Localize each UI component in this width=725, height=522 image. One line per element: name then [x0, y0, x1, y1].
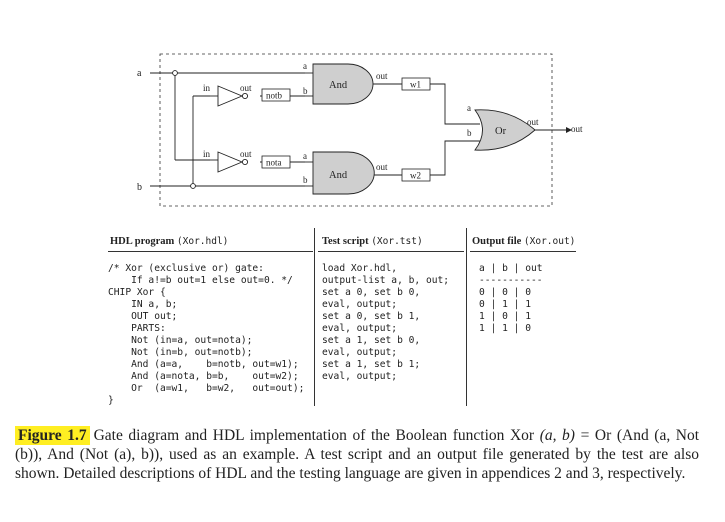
hdl-code-line: OUT out;	[108, 311, 178, 322]
test-script-line: eval, output;	[322, 347, 398, 358]
or-out-label: out	[527, 117, 539, 127]
and-top-label: And	[329, 80, 348, 91]
hdl-code-line: CHIP Xor {	[108, 287, 166, 298]
output-file-line: 0 | 0 | 0	[479, 287, 531, 298]
wire-w2-label: w2	[410, 171, 421, 181]
and-gate-top	[312, 63, 374, 105]
test-script-line: set a 0, set b 1,	[322, 311, 421, 322]
output-file-line: 1 | 0 | 1	[479, 311, 531, 322]
and-bottom-label: And	[329, 170, 348, 181]
hdl-code-line: And (a=nota, b=b, out=w2);	[108, 371, 299, 382]
and-top-out-label: out	[376, 71, 388, 81]
and-bottom-a-label: a	[303, 151, 307, 161]
hdl-code-line: Not (in=a, out=nota);	[108, 335, 253, 346]
output-column-rule	[470, 251, 576, 252]
or-label: Or	[495, 126, 507, 137]
wire-w1-label: w1	[410, 80, 421, 90]
hdl-column-rule	[108, 251, 313, 252]
not-top-in-label: in	[203, 83, 211, 93]
hdl-code-line: Or (a=w1, b=w2, out=out);	[108, 383, 305, 394]
caption-args: (a, b)	[539, 427, 575, 444]
test-script-line: set a 0, set b 0,	[322, 287, 421, 298]
and-top-a-label: a	[303, 61, 307, 71]
test-output-divider	[466, 228, 467, 406]
test-script-line: load Xor.hdl,	[322, 263, 398, 274]
or-a-label: a	[467, 103, 471, 113]
hdl-column-title: HDL program (Xor.hdl)	[110, 236, 229, 247]
input-a-label: a	[137, 68, 142, 79]
not-top-out-label: out	[240, 83, 252, 93]
output-column-title: Output file (Xor.out)	[472, 236, 576, 247]
hdl-code-line: }	[108, 395, 114, 406]
test-column-rule	[318, 251, 464, 252]
and-bottom-b-label: b	[303, 175, 308, 185]
chip-output-label: out	[571, 124, 583, 134]
test-script-line: eval, output;	[322, 371, 398, 382]
output-file-line: 0 | 1 | 1	[479, 299, 531, 310]
caption-text-2: = Or (And (a, Not (b)), And (Not (a), b)…	[15, 427, 700, 482]
caption-text-1: Gate diagram and HDL implementation of t…	[93, 427, 535, 444]
and-top-b-label: b	[303, 86, 308, 96]
test-script-code: load Xor.hdl,output-list a, b, out;set a…	[322, 263, 449, 383]
hdl-code-line: /* Xor (exclusive or) gate:	[108, 263, 264, 274]
output-file-line: -----------	[479, 275, 543, 286]
or-gate	[474, 109, 536, 151]
and-gate-bottom	[312, 151, 375, 195]
test-script-line: eval, output;	[322, 299, 398, 310]
not-gate-top	[210, 85, 249, 107]
hdl-code-line: Not (in=b, out=notb);	[108, 347, 253, 358]
test-script-line: output-list a, b, out;	[322, 275, 450, 286]
input-b-label: b	[137, 182, 142, 193]
figure-label: Figure 1.7	[15, 426, 90, 445]
wire-notb-label: notb	[266, 91, 283, 101]
or-b-label: b	[467, 128, 472, 138]
output-file-line: 1 | 1 | 0	[479, 323, 531, 334]
not-bottom-out-label: out	[240, 149, 252, 159]
test-script-line: set a 1, set b 1;	[322, 359, 421, 370]
test-script-line: set a 1, set b 0,	[322, 335, 421, 346]
wire-nota-label: nota	[266, 158, 282, 168]
hdl-code-line: If a!=b out=1 else out=0. */	[108, 275, 293, 286]
xor-gate-diagram: a b in out notb i	[137, 53, 583, 207]
hdl-code-line: And (a=a, b=notb, out=w1);	[108, 359, 299, 370]
and-bottom-out-label: out	[376, 162, 388, 172]
hdl-code-line: PARTS:	[108, 323, 166, 334]
test-script-line: eval, output;	[322, 323, 398, 334]
not-bottom-in-label: in	[203, 149, 211, 159]
hdl-program-code: /* Xor (exclusive or) gate: If a!=b out=…	[108, 263, 304, 407]
hdl-code-line: IN a, b;	[108, 299, 178, 310]
hdl-test-divider	[314, 228, 315, 406]
test-column-title: Test script (Xor.tst)	[322, 236, 423, 247]
not-gate-bottom	[210, 151, 249, 173]
output-file-line: a | b | out	[479, 263, 543, 274]
